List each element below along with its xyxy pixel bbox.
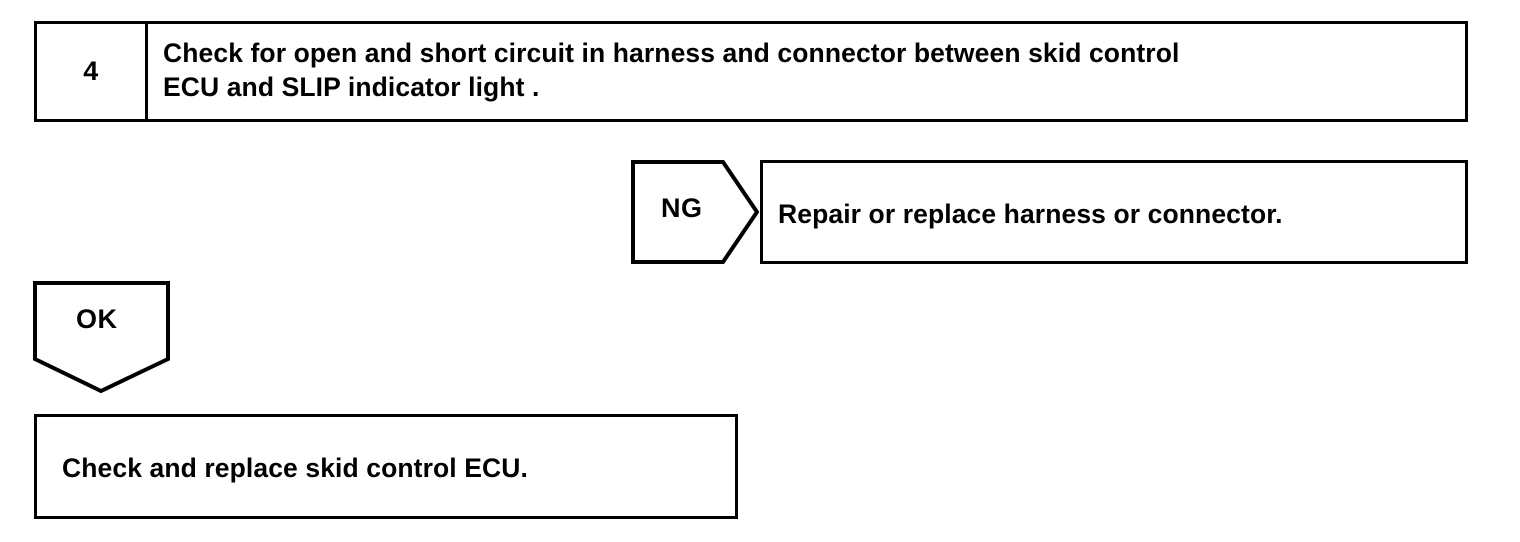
step-instruction: Check for open and short circuit in harn… bbox=[163, 37, 1455, 105]
ng-result-box: Repair or replace harness or connector. bbox=[760, 160, 1468, 264]
ng-result-text: Repair or replace harness or connector. bbox=[778, 199, 1283, 229]
ok-result-text: Check and replace skid control ECU. bbox=[62, 453, 528, 483]
ng-arrow-icon bbox=[631, 160, 759, 264]
ok-arrow-icon bbox=[33, 281, 170, 393]
step-box: 4 Check for open and short circuit in ha… bbox=[34, 21, 1468, 122]
step-number-cell: 4 bbox=[37, 24, 148, 119]
step-instruction-line-1: Check for open and short circuit in harn… bbox=[163, 38, 1180, 68]
step-number: 4 bbox=[83, 56, 99, 86]
ok-result-box: Check and replace skid control ECU. bbox=[34, 414, 738, 519]
ng-branch-label: NG bbox=[661, 193, 703, 223]
step-instruction-line-2: ECU and SLIP indicator light . bbox=[163, 71, 540, 102]
ok-branch-label: OK bbox=[76, 304, 118, 334]
